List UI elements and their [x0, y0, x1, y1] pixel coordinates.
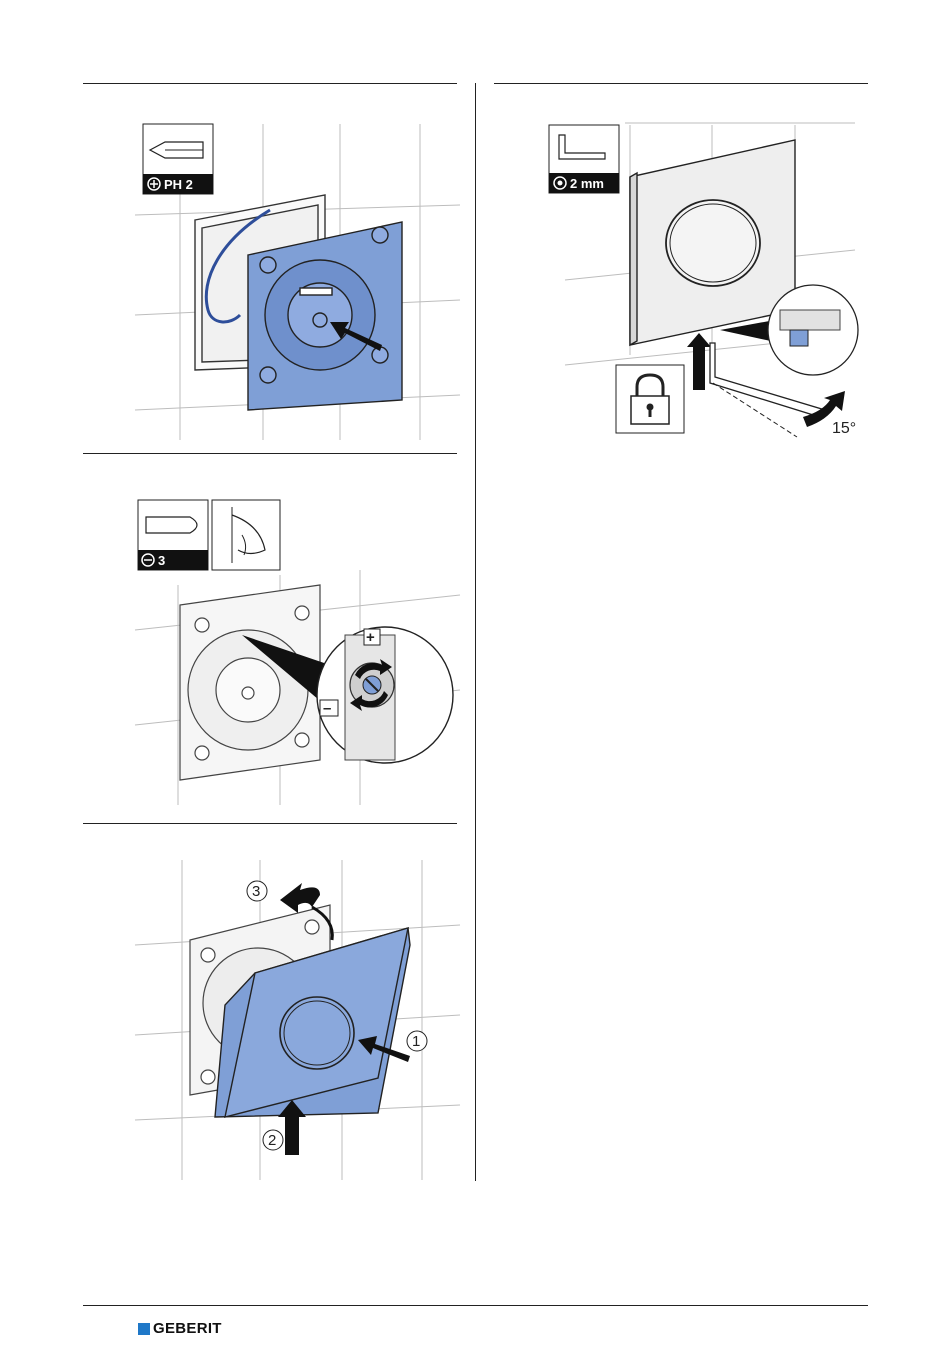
- callout-3-label: 3: [252, 883, 260, 900]
- tool-box-flat: 3: [138, 500, 208, 570]
- step4-illustration: 15° 2 mm: [545, 115, 870, 445]
- tool-size-3: 3: [158, 553, 165, 568]
- tool-box-ph2: PH 2: [143, 124, 213, 194]
- tool-size-ph2: PH 2: [164, 177, 193, 192]
- lock-detail: [768, 285, 858, 375]
- angle-label: 15°: [832, 420, 856, 437]
- lock-latch: [790, 330, 808, 346]
- geberit-logo: GEBERIT: [138, 1320, 222, 1337]
- tool-size-2mm: 2 mm: [570, 176, 604, 191]
- divider-top-left: [83, 83, 457, 84]
- callout-2-label: 2: [268, 1132, 276, 1149]
- divider-step3: [83, 823, 457, 824]
- urinal-icon: [212, 500, 280, 570]
- brand-name: GEBERIT: [153, 1320, 222, 1337]
- logo-square-icon: [138, 1323, 150, 1335]
- step2-illustration: + – 3: [130, 495, 460, 815]
- divider-top-right: [494, 83, 868, 84]
- callout-1-label: 1: [412, 1033, 420, 1050]
- padlock-icon: [616, 365, 684, 433]
- column-divider: [475, 83, 476, 1181]
- blue-mounting-frame: [248, 222, 402, 410]
- divider-footer: [83, 1305, 868, 1306]
- divider-step2: [83, 453, 457, 454]
- step1-illustration: PH 2: [130, 110, 460, 445]
- minus-sign: –: [323, 700, 331, 717]
- flat-bit-icon: [146, 517, 197, 533]
- plus-sign: +: [366, 629, 375, 646]
- arrow-up: [687, 333, 711, 390]
- step3-illustration: 1 2 3: [130, 855, 460, 1185]
- tool-box-hex: 2 mm: [549, 125, 619, 193]
- zoom-detail: + –: [317, 627, 453, 763]
